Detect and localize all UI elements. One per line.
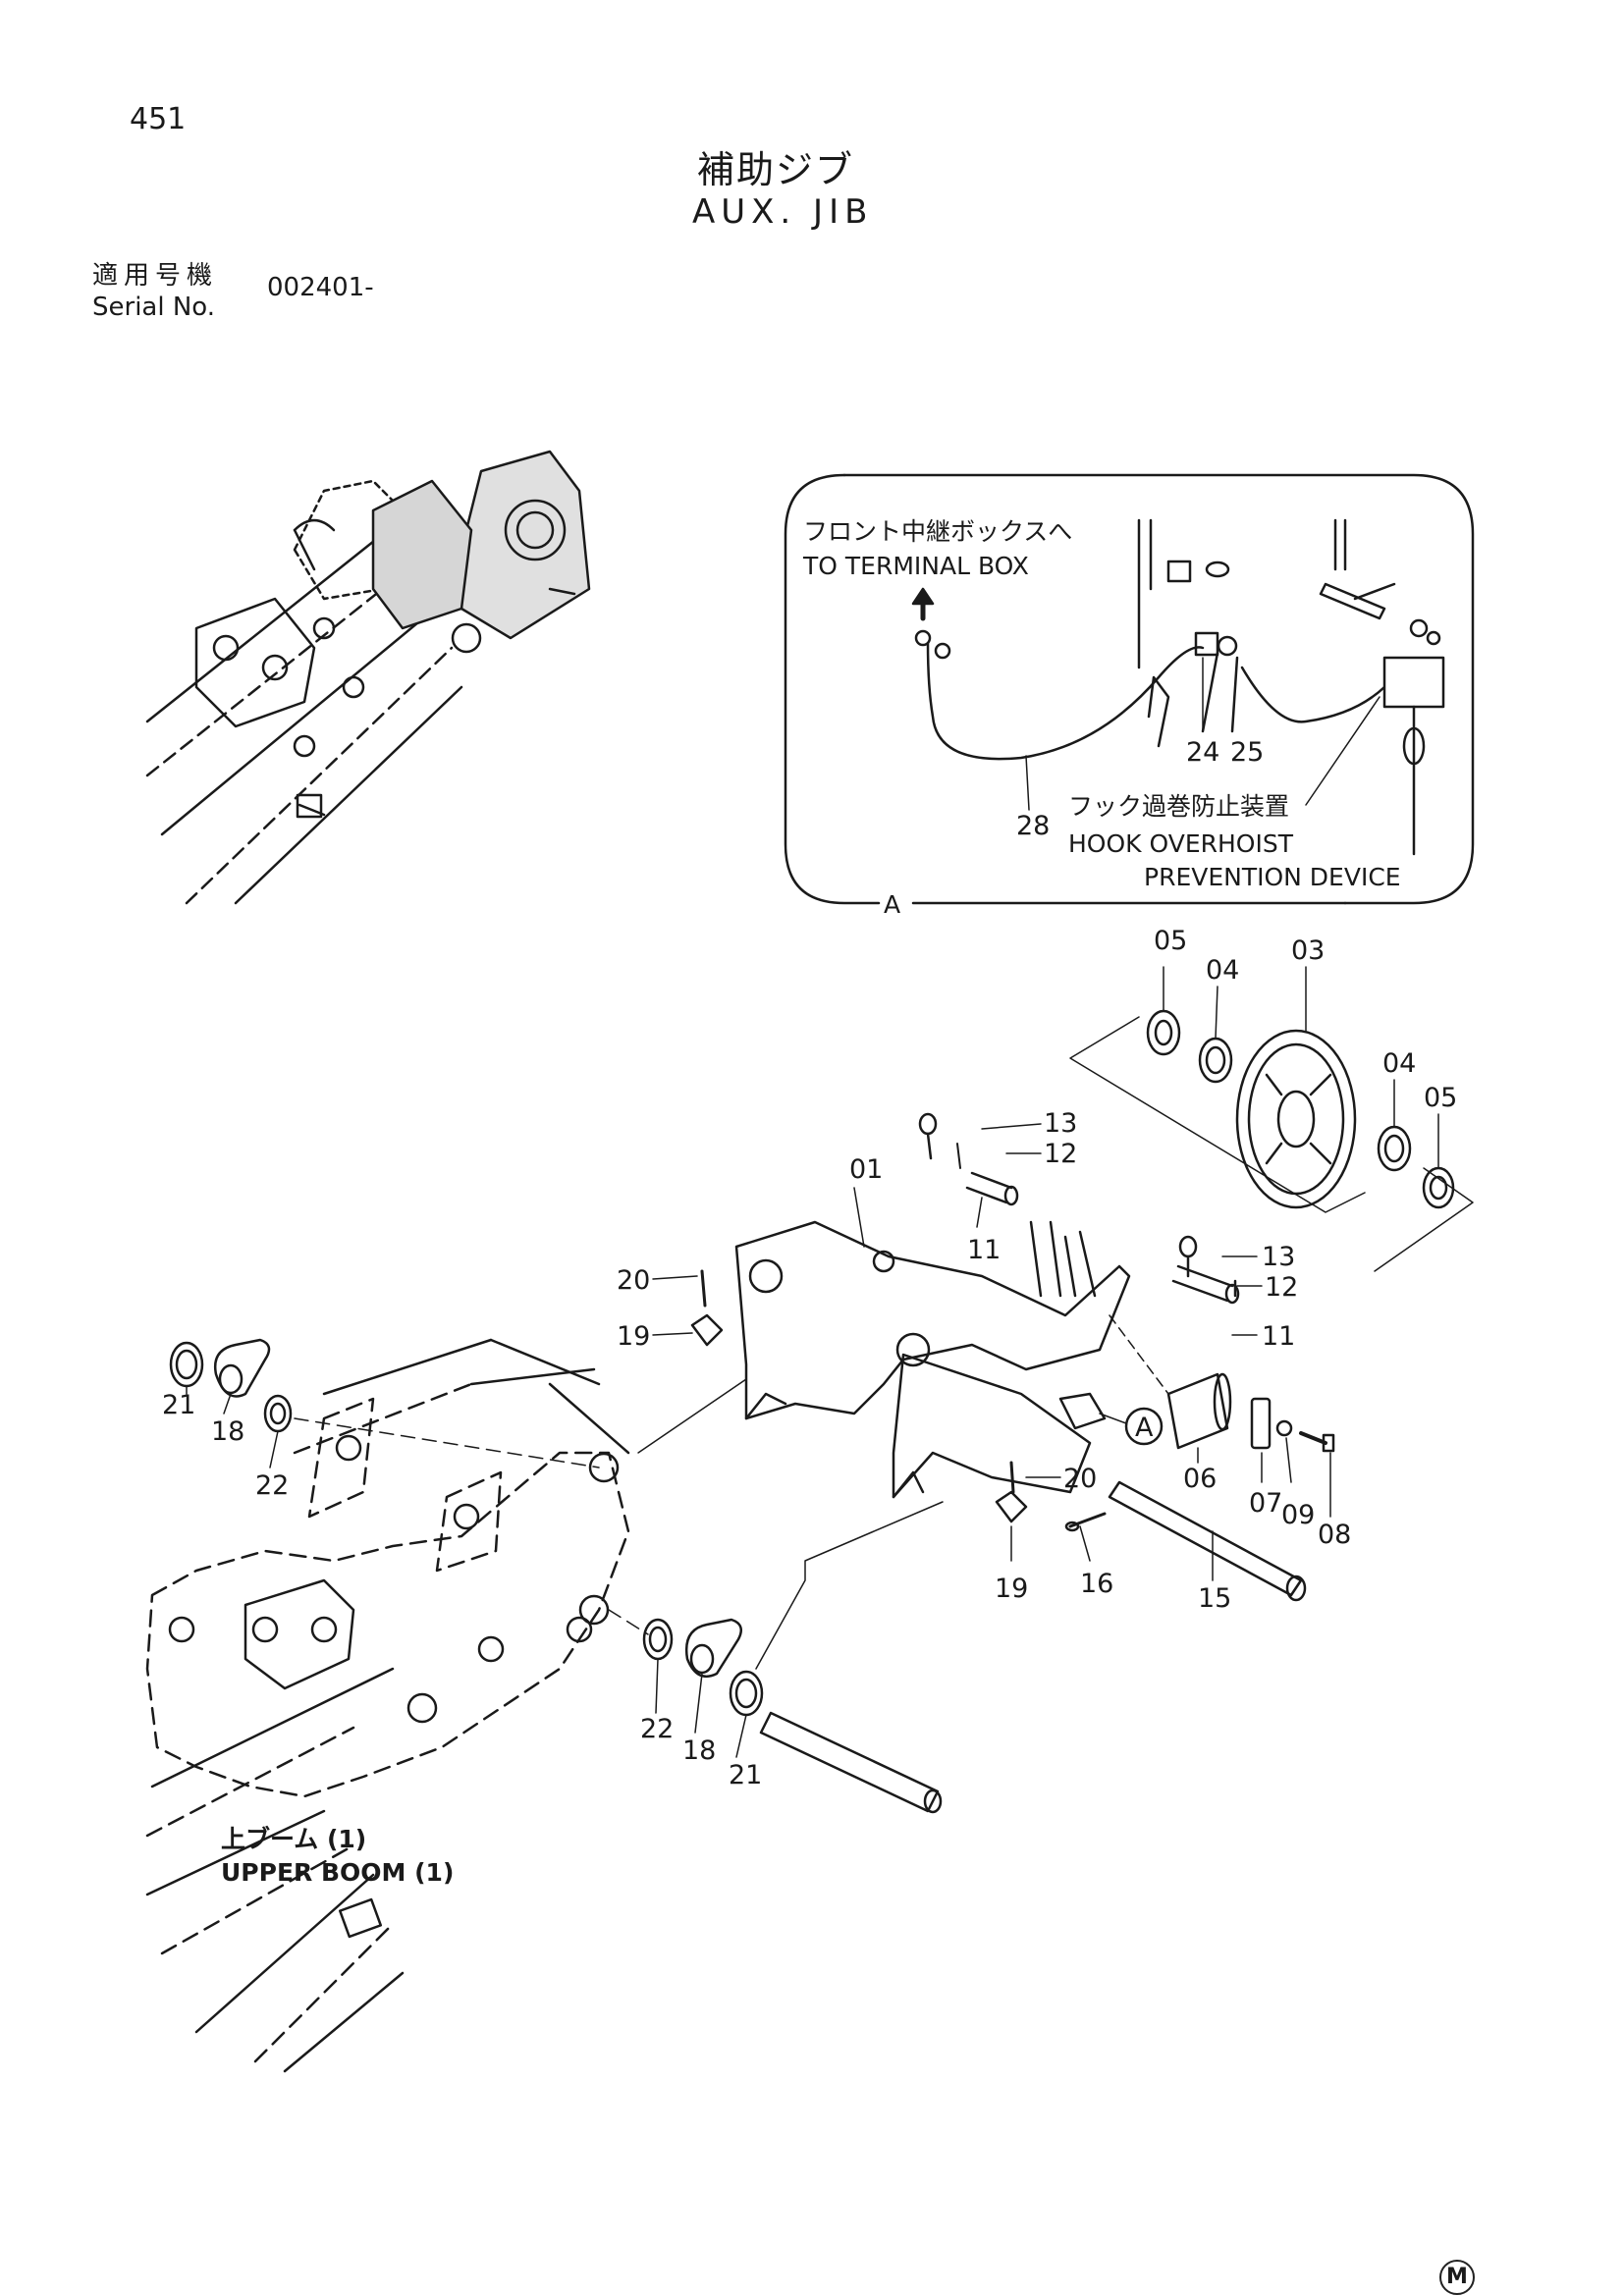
callout-13-upper: 13 — [1044, 1108, 1077, 1139]
serial-number-value: 002401- — [267, 273, 374, 302]
footer-m-mark: M — [1439, 2260, 1475, 2295]
callout-07: 07 — [1249, 1488, 1282, 1519]
callout-04-right: 04 — [1382, 1048, 1416, 1079]
callout-19-lower: 19 — [995, 1574, 1028, 1604]
callout-13-right: 13 — [1262, 1242, 1295, 1272]
callout-04-top: 04 — [1206, 955, 1239, 986]
hook-device-label-en-2: PREVENTION DEVICE — [1144, 863, 1401, 891]
callout-22-lower: 22 — [640, 1714, 674, 1744]
callout-08: 08 — [1318, 1520, 1351, 1550]
callout-21-lower: 21 — [729, 1760, 762, 1790]
callout-03: 03 — [1291, 935, 1325, 966]
callout-20-left: 20 — [617, 1265, 650, 1296]
title-english: AUX. JIB — [692, 192, 874, 232]
callout-22-left: 22 — [255, 1470, 289, 1501]
page-number: 451 — [130, 102, 187, 136]
to-terminal-label-jp: フロント中継ボックスへ — [803, 517, 1072, 546]
callout-11-upper: 11 — [967, 1235, 1001, 1265]
inset-detail-a — [784, 473, 1475, 905]
title-japanese: 補助ジブ — [697, 148, 855, 191]
upper-boom — [145, 1338, 944, 2073]
callout-25: 25 — [1230, 737, 1264, 768]
hook-device-label-en-1: HOOK OVERHOIST — [1068, 829, 1294, 858]
serial-label-english: Serial No. — [92, 293, 215, 322]
callout-12-right: 12 — [1265, 1272, 1298, 1303]
callout-06: 06 — [1183, 1464, 1217, 1494]
upper-boom-label-en: UPPER BOOM (1) — [221, 1858, 454, 1887]
callout-05-top: 05 — [1154, 926, 1187, 956]
callout-28: 28 — [1016, 811, 1050, 841]
to-terminal-label-en: TO TERMINAL BOX — [802, 552, 1029, 580]
serial-label-japanese: 適用号機 — [92, 261, 219, 291]
upper-boom-label-jp: 上ブーム (1) — [221, 1825, 366, 1853]
callout-11-right: 11 — [1262, 1321, 1295, 1352]
detail-marker-a: A — [1135, 1413, 1154, 1443]
callout-leaders — [186, 966, 1439, 1758]
callout-16: 16 — [1080, 1569, 1113, 1599]
callout-21-left: 21 — [162, 1390, 195, 1420]
callout-01: 01 — [849, 1154, 883, 1185]
hook-device-label-jp: フック過巻防止装置 — [1068, 792, 1289, 821]
callout-19-left: 19 — [617, 1321, 650, 1352]
callout-05-right: 05 — [1424, 1083, 1457, 1113]
overview-sketch — [145, 450, 591, 905]
callout-20-lower: 20 — [1063, 1464, 1097, 1494]
inset-view-label: A — [884, 890, 900, 919]
callout-24: 24 — [1186, 737, 1219, 768]
callout-12-upper: 12 — [1044, 1139, 1077, 1169]
callout-18-lower: 18 — [682, 1735, 716, 1766]
callout-09: 09 — [1281, 1500, 1315, 1530]
callout-15: 15 — [1198, 1583, 1231, 1614]
jib-bracket — [690, 1112, 1335, 1602]
callout-18-left: 18 — [211, 1416, 244, 1447]
